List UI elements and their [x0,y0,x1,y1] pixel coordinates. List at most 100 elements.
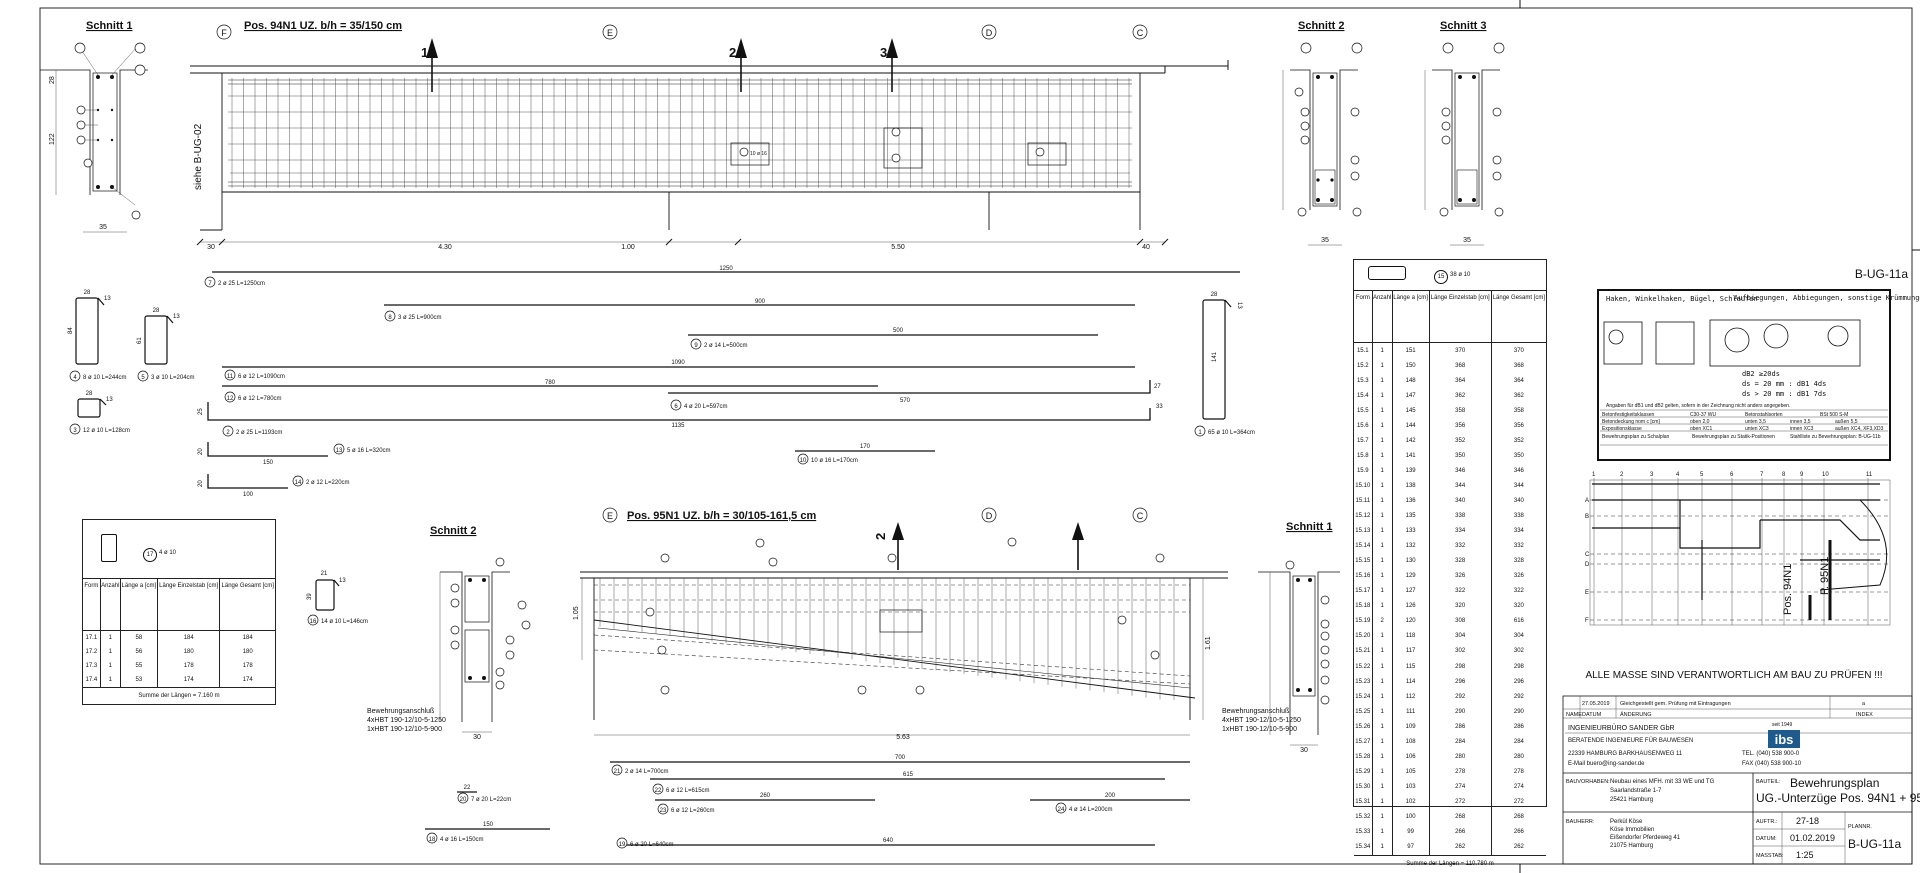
svg-text:14 ø 10 L=146cm: 14 ø 10 L=146cm [321,619,368,625]
dimension-chain-top [196,238,1169,246]
svg-text:Betonfestigkeitsklassen: Betonfestigkeitsklassen [1602,412,1654,418]
svg-text:Stahlliste zu Bewehrungsplan:: Stahlliste zu Bewehrungsplan: B-UG-11b [1790,434,1881,440]
svg-text:615: 615 [903,772,914,778]
schedule-cell: 15.34 [1355,844,1371,851]
svg-text:C: C [1137,28,1144,38]
svg-text:Betonstahlsorten: Betonstahlsorten [1745,412,1783,418]
svg-text:BSt 500 S-M: BSt 500 S-M [1820,412,1848,418]
schedule-cell: 174 [156,673,220,688]
schedule-cell: 332 [1490,538,1546,554]
schedule-cell: 352 [1428,433,1492,449]
schedule-cell: 328 [1490,553,1546,569]
schedule-cell: 338 [1428,508,1492,524]
beam-94N1-elevation: Pos. 94N1 UZ. b/h = 35/150 cm F E D C 10… [190,20,1229,251]
schedule-cell: 1 [1371,749,1393,765]
schedule-cell: 334 [1490,523,1546,539]
schedule-cell: 15.33 [1355,829,1371,836]
schedule-cell: 15.10 [1355,482,1371,489]
schedule-cell: 99 [1391,824,1430,840]
schedule-cell: 358 [1490,403,1546,419]
svg-text:61: 61 [137,337,143,344]
svg-text:AUFTR.:: AUFTR.: [1756,819,1778,825]
svg-text:13: 13 [173,314,180,320]
reinforcement-legend: B-UG-11a Haken, Winkelhaken, Bügel, Schl… [1597,267,1920,461]
schedule-cell: 278 [1428,764,1492,780]
svg-text:Schnitt 1: Schnitt 1 [86,20,132,32]
svg-text:Haken, Winkelhaken, Bügel, Sch: Haken, Winkelhaken, Bügel, Schlaufen [1606,295,1758,303]
svg-text:20: 20 [198,480,204,487]
svg-text:PLANNR.: PLANNR. [1848,824,1872,830]
svg-text:21: 21 [614,769,621,775]
schedule-cell: 109 [1391,719,1430,735]
schedule-cell: 1 [1371,734,1393,750]
company-logo: ibs [1775,732,1794,747]
svg-text:INDEX: INDEX [1856,712,1873,718]
section-2-top: Schnitt 2 35 [1282,20,1363,246]
svg-text:4 ø 16 L=150cm: 4 ø 16 L=150cm [440,837,484,843]
svg-text:FAX (040) 538 900-10: FAX (040) 538 900-10 [1742,761,1802,767]
svg-text:Aufbiegungen, Abbiegungen, son: Aufbiegungen, Abbiegungen, sonstige Krüm… [1734,294,1920,302]
schedule-col-header: Länge Gesamt [cm] [1490,291,1546,343]
schedule-cell: 1 [1371,824,1393,840]
schedule-cell: 117 [1391,643,1430,659]
schedule-cell: 115 [1391,658,1430,675]
svg-text:6 ø 12 L=780cm: 6 ø 12 L=780cm [238,396,282,402]
svg-text:30: 30 [1300,747,1308,754]
schedule-cell: 15.5 [1356,407,1369,414]
schedule-cell: 340 [1428,493,1492,509]
schedule-cell: 15.17 [1355,588,1371,595]
schedule-cell: 15.9 [1356,467,1369,474]
svg-text:UG.-Unterzüge Pos. 94N1 + 95N1: UG.-Unterzüge Pos. 94N1 + 95N1 [1756,791,1920,805]
schedule-cell: 352 [1490,433,1546,449]
schedule-cell: 370 [1490,342,1546,359]
svg-text:7 ø 20 L=22cm: 7 ø 20 L=22cm [471,797,511,803]
svg-text:2: 2 [729,45,736,60]
svg-text:150: 150 [483,822,494,828]
schedule-cell: 326 [1428,568,1492,584]
schedule-cell: 1 [1371,418,1393,434]
stirrups-top [231,78,1130,188]
schedule-cell: 350 [1428,448,1492,464]
schedule-cell: 15.4 [1356,392,1369,399]
schedule-cell: 334 [1428,523,1492,539]
svg-text:12 ø 10 L=128cm: 12 ø 10 L=128cm [83,428,130,434]
schedule-cell: 340 [1490,493,1546,509]
svg-text:Bewehrungsanschluß: Bewehrungsanschluß [1222,708,1289,715]
svg-text:11: 11 [227,374,234,380]
svg-text:dB2 ≥20ds: dB2 ≥20ds [1742,370,1780,378]
svg-text:23: 23 [660,808,667,814]
schedule-cell: 174 [219,673,275,688]
svg-text:6 ø 12 L=615cm: 6 ø 12 L=615cm [666,788,710,794]
svg-text:außen XC4, XF3,XD3: außen XC4, XF3,XD3 [1835,426,1884,432]
schedule-col-header: Länge Einzelstab [cm] [156,579,220,631]
schedule-cell: 286 [1428,719,1492,735]
schedule-cell: 280 [1428,749,1492,765]
title-block: 27.05.2019 Gleichgestellt gem. Prüfung m… [1562,695,1920,865]
schedule-cell: 15.3 [1356,377,1369,384]
svg-text:E: E [607,511,613,521]
schedule-cell: 100 [1391,809,1430,825]
schedule-cell: 266 [1490,824,1546,840]
svg-text:4.30: 4.30 [438,244,452,251]
svg-text:39: 39 [307,593,313,600]
keyplan-col-label: 3 [1650,472,1654,478]
beam-94N1-title: Pos. 94N1 UZ. b/h = 35/150 cm [244,20,402,32]
svg-text:260: 260 [760,793,771,799]
svg-text:35: 35 [99,224,107,231]
svg-text:Neubau eines MFH. mit 33 WE un: Neubau eines MFH. mit 33 WE und TG [1610,779,1715,785]
schedule-cell: 1 [1371,794,1393,810]
schedule-cell: 278 [1490,764,1546,780]
svg-text:25: 25 [198,408,204,415]
